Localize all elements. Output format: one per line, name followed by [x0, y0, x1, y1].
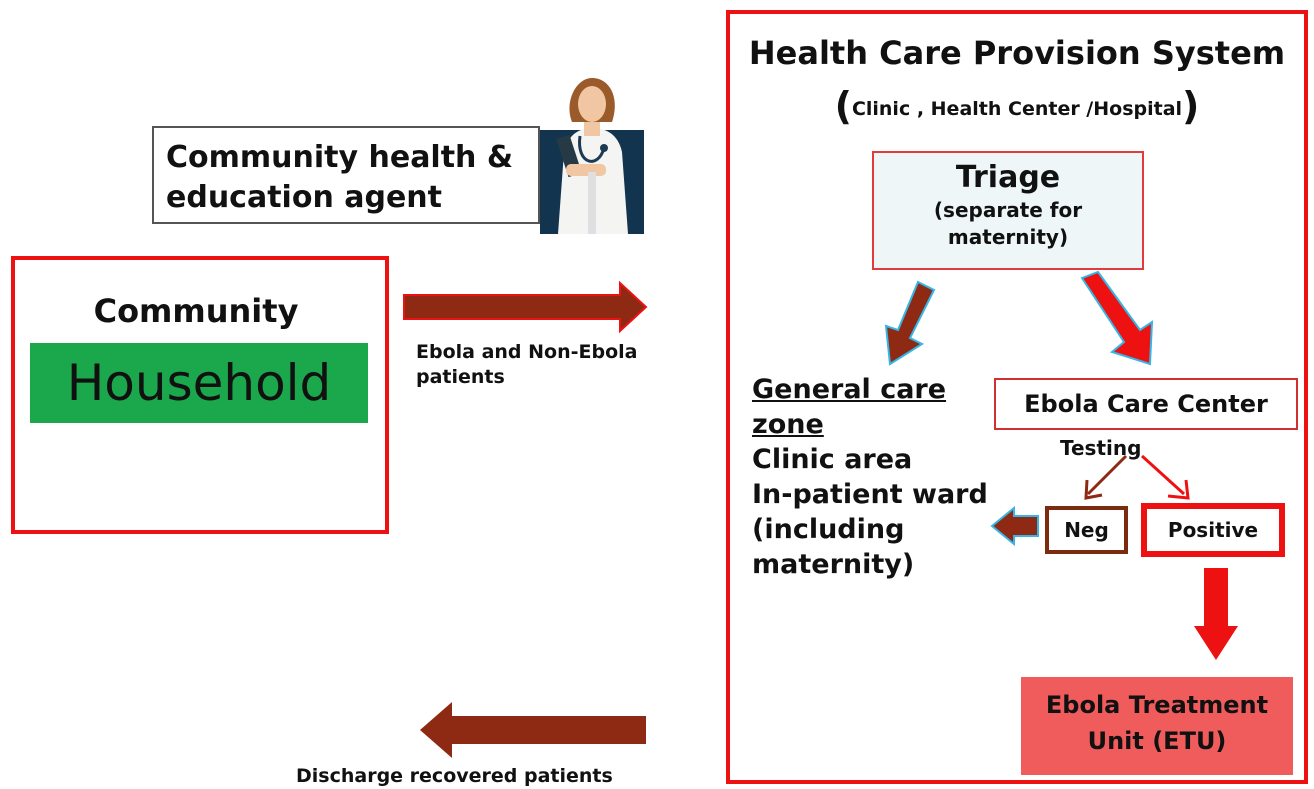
triage-note-line2: maternity) [947, 225, 1069, 249]
etu-label-line1: Ebola Treatment [1045, 691, 1269, 719]
general-care-line: In-patient ward [752, 479, 988, 510]
community-title: Community [93, 292, 299, 330]
etu-box: Ebola Treatment Unit (ETU) [1021, 677, 1293, 775]
inbound-arrow [403, 280, 648, 334]
triage-title: Triage [955, 160, 1061, 195]
general-care-line: Clinic area [752, 444, 913, 475]
agent-label: Community health & education agent [166, 138, 536, 218]
agent-label-line2: education agent [166, 180, 443, 215]
doctor-icon [540, 78, 644, 234]
subtitle-close-paren: ) [1182, 84, 1200, 128]
neg-box: Neg [1045, 506, 1128, 554]
inbound-caption-line1: Ebola and Non-Ebola [416, 341, 638, 363]
positive-box: Positive [1141, 503, 1285, 557]
testing-label: Testing [1060, 436, 1142, 460]
inbound-caption-line2: patients [416, 366, 505, 388]
general-care-zone: General care zone Clinic area In-patient… [752, 372, 992, 582]
triage-to-ecc-arrow [1080, 270, 1154, 366]
general-care-title-line1: General care [752, 374, 947, 405]
etu-label-line2: Unit (ETU) [1087, 727, 1227, 755]
discharge-caption: Discharge recovered patients [296, 765, 613, 787]
general-care-line: (including [752, 514, 905, 545]
agent-box [152, 126, 540, 224]
health-system-box [726, 10, 1308, 784]
health-system-title: Health Care Provision System [748, 34, 1286, 72]
general-care-line: maternity) [752, 549, 915, 580]
health-system-subtitle: (Clinic , Health Center /Hospital) [730, 84, 1304, 128]
subtitle-text: Clinic , Health Center /Hospital [851, 98, 1183, 120]
triage-to-general-arrow [884, 280, 936, 366]
positive-to-etu-arrow [1194, 568, 1238, 660]
triage-box: Triage (separate for maternity) [872, 151, 1144, 270]
subtitle-open-paren: ( [834, 84, 852, 128]
ebola-care-center-box: Ebola Care Center [994, 378, 1298, 430]
general-care-title-line2: zone [752, 409, 824, 440]
discharge-arrow [420, 702, 646, 758]
neg-to-general-arrow [990, 505, 1039, 547]
inbound-caption: Ebola and Non-Ebola patients [416, 340, 716, 390]
household-label: Household [30, 343, 368, 423]
agent-label-line1: Community health & [166, 140, 514, 175]
community-box [11, 256, 389, 534]
testing-branch-arrows [1084, 454, 1190, 500]
triage-note-line1: (separate for [933, 198, 1083, 222]
